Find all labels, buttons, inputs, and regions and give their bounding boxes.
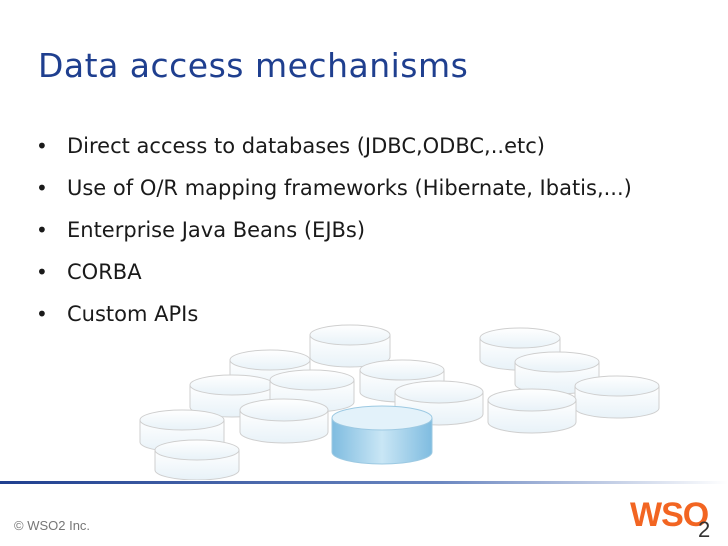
wso2-logo: WSO 2 bbox=[630, 495, 720, 543]
bullet-dot-icon: • bbox=[36, 134, 48, 158]
bullet-text: Enterprise Java Beans (EJBs) bbox=[67, 218, 366, 242]
bullet-dot-icon: • bbox=[36, 302, 48, 326]
db-cylinder-highlighted-icon bbox=[331, 405, 433, 465]
db-cylinder-icon bbox=[514, 351, 600, 395]
db-cylinder-icon bbox=[309, 324, 391, 368]
bullet-item: • Direct access to databases (JDBC,ODBC,… bbox=[30, 130, 690, 162]
bullet-dot-icon: • bbox=[36, 176, 48, 200]
bullet-item: • Custom APIs bbox=[30, 298, 690, 330]
bullet-dot-icon: • bbox=[36, 218, 48, 242]
footer-divider bbox=[0, 481, 728, 484]
database-cylinders-illustration bbox=[139, 324, 660, 480]
bullet-text: Use of O/R mapping frameworks (Hibernate… bbox=[67, 176, 632, 200]
bullet-text: Custom APIs bbox=[67, 302, 199, 326]
bullet-item: • Enterprise Java Beans (EJBs) bbox=[30, 214, 690, 246]
copyright-text: © WSO2 Inc. bbox=[14, 518, 91, 533]
db-cylinder-icon bbox=[574, 375, 660, 419]
bullet-list: • Direct access to databases (JDBC,ODBC,… bbox=[30, 130, 690, 340]
db-cylinder-icon bbox=[487, 388, 577, 434]
bullet-dot-icon: • bbox=[36, 260, 48, 284]
logo-subscript: 2 bbox=[698, 517, 711, 542]
bullet-text: CORBA bbox=[67, 260, 142, 284]
bullet-item: • CORBA bbox=[30, 256, 690, 288]
db-cylinder-icon bbox=[239, 398, 329, 444]
logo-main-text: WSO bbox=[630, 496, 709, 534]
db-cylinder-icon bbox=[154, 439, 240, 480]
slide-title: Data access mechanisms bbox=[38, 46, 469, 85]
bullet-item: • Use of O/R mapping frameworks (Hiberna… bbox=[30, 172, 690, 204]
bullet-text: Direct access to databases (JDBC,ODBC,..… bbox=[67, 134, 545, 158]
